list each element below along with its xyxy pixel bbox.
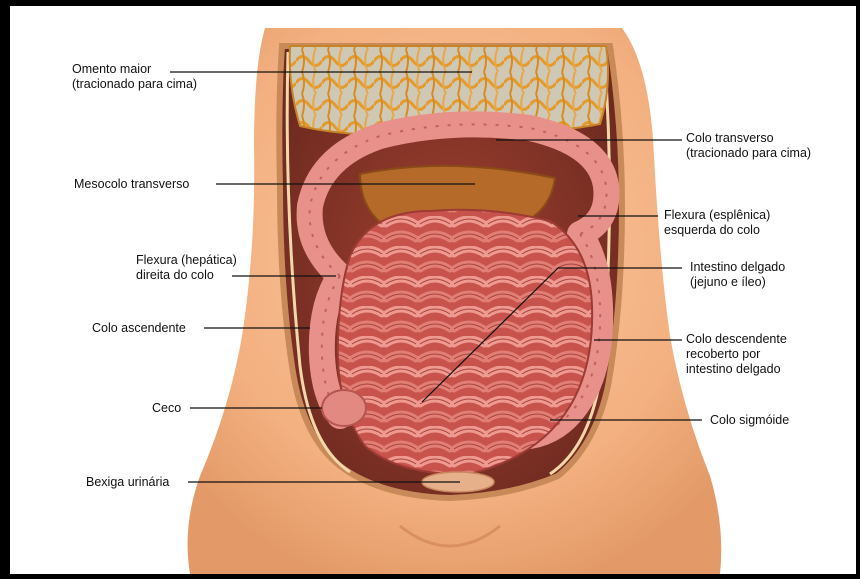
label-flexura-esplenica: Flexura (esplênica) esquerda do colo xyxy=(664,208,770,238)
label-colo-sigmoide: Colo sigmóide xyxy=(710,413,789,428)
label-intestino-delgado: Intestino delgado (jejuno e íleo) xyxy=(690,260,785,290)
cecum xyxy=(322,390,366,426)
label-flexura-hepatica: Flexura (hepática) direita do colo xyxy=(136,253,237,283)
label-omento-maior: Omento maior (tracionado para cima) xyxy=(72,62,197,92)
label-colo-descendente: Colo descendente recoberto por intestino… xyxy=(686,332,787,377)
label-ceco: Ceco xyxy=(152,401,181,416)
label-mesocolo-transverso: Mesocolo transverso xyxy=(74,177,189,192)
diagram-canvas: Omento maior (tracionado para cima) Meso… xyxy=(10,6,856,574)
label-colo-ascendente: Colo ascendente xyxy=(92,321,186,336)
label-colo-transverso: Colo transverso (tracionado para cima) xyxy=(686,131,811,161)
label-bexiga-urinaria: Bexiga urinária xyxy=(86,475,169,490)
